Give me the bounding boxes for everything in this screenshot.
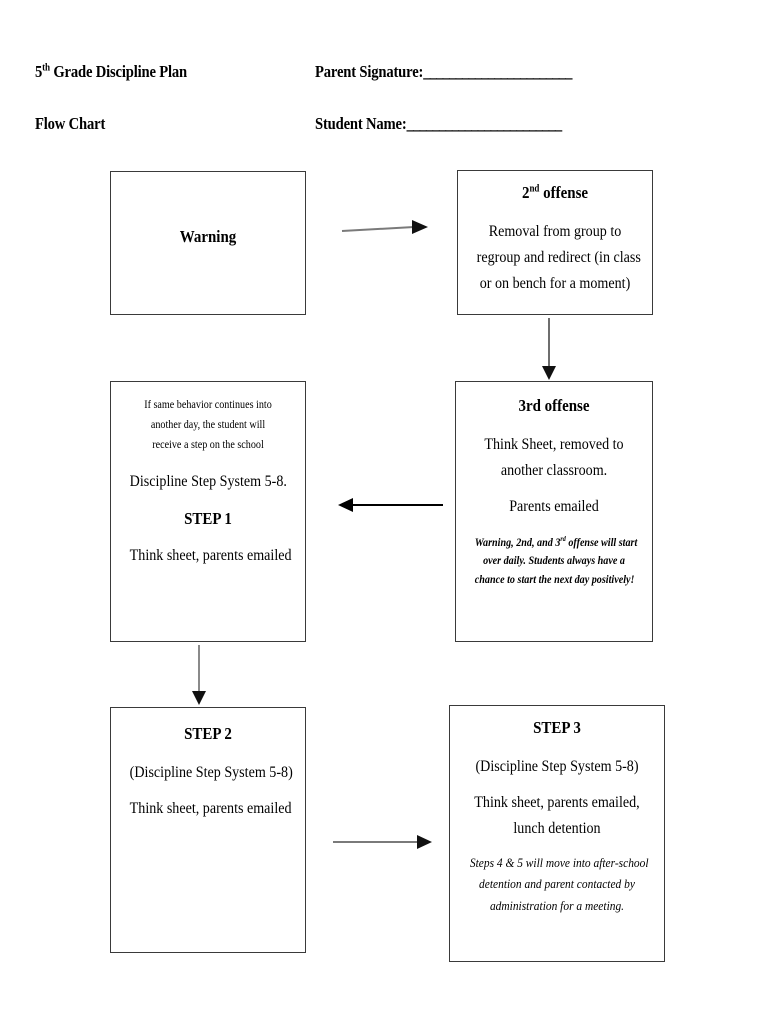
third-offense-note-line-1: Warning, 2nd, and 3rd offense will start	[474, 535, 638, 549]
student-name-field[interactable]: Student Name:________________________	[315, 114, 563, 134]
arrow-step-2-to-step-3	[333, 835, 432, 849]
flowchart-box-step-3: STEP 3 (Discipline Step System 5-8) Thin…	[449, 705, 665, 962]
spacer	[119, 455, 297, 469]
third-offense-body-line-2: another classroom.	[500, 461, 608, 479]
step3-note-line-1: Steps 4 & 5 will move into after-school	[469, 854, 649, 870]
spacer	[458, 780, 656, 790]
step2-action-line: Think sheet, parents emailed	[129, 799, 292, 817]
student-name-line: ________________________	[406, 114, 563, 133]
step1-intro-line-2: another day, the student will	[150, 418, 266, 431]
flowchart-box-second-offense: 2nd offense Removal from group to regrou…	[457, 170, 653, 315]
box-content: If same behavior continues into another …	[111, 382, 305, 569]
step3-note-line-2: detention and parent contacted by	[479, 876, 635, 892]
flowchart-box-third-offense: 3rd offense Think Sheet, removed to anot…	[455, 381, 653, 642]
box-content: Warning	[111, 172, 305, 247]
flowchart-box-step-2: STEP 2 (Discipline Step System 5-8) Thin…	[110, 707, 306, 953]
spacer	[464, 520, 644, 534]
second-offense-body-line-2: regroup and redirect (in class	[476, 248, 641, 266]
second-offense-body-line-3: or on bench for a moment)	[479, 274, 631, 292]
spacer	[119, 786, 297, 796]
step2-system-line: (Discipline Step System 5-8)	[129, 764, 293, 781]
step1-intro-line-1: If same behavior continues into	[144, 399, 272, 411]
box-content: 3rd offense Think Sheet, removed to anot…	[456, 382, 652, 590]
step1-label: STEP 1	[184, 509, 232, 529]
step3-action-line-1: Think sheet, parents emailed,	[474, 793, 640, 811]
flowchart-box-step-1: If same behavior continues into another …	[110, 381, 306, 642]
step3-action-line-2: lunch detention	[513, 819, 601, 837]
parent-signature-field[interactable]: Parent Signature:_______________________	[315, 62, 572, 82]
step1-action-line: Think sheet, parents emailed	[129, 547, 292, 565]
arrow-third-offense-to-step-1	[338, 498, 443, 512]
student-name-label: Student Name:	[315, 114, 407, 133]
spacer	[119, 495, 297, 509]
box-content: 2nd offense Removal from group to regrou…	[458, 171, 652, 297]
box-content: STEP 3 (Discipline Step System 5-8) Thin…	[450, 706, 664, 916]
arrow-second-offense-to-third-offense	[542, 318, 556, 380]
second-offense-ordinal: nd	[529, 183, 540, 195]
step3-note-line-3: administration for a meeting.	[489, 897, 625, 913]
third-offense-note-ordinal: rd	[560, 535, 566, 543]
parent-signature-label: Parent Signature:	[315, 62, 424, 81]
third-offense-body-line-1: Think Sheet, removed to	[484, 436, 624, 453]
arrow-step-1-to-step-2	[192, 645, 206, 705]
parent-signature-line: _______________________	[423, 62, 572, 81]
page-title: 5th Grade Discipline Plan	[35, 62, 188, 81]
step2-label: STEP 2	[184, 724, 232, 743]
arrow-warning-to-second-offense	[341, 220, 428, 234]
step3-system-line: (Discipline Step System 5-8)	[475, 758, 639, 775]
second-offense-body-line-1: Removal from group to	[488, 223, 622, 240]
third-offense-note-line-3: chance to start the next day positively!	[474, 573, 635, 586]
step1-intro-line-3: receive a step on the school	[152, 438, 264, 451]
spacer	[464, 484, 644, 494]
third-offense-heading: 3rd offense	[518, 396, 590, 415]
third-offense-note-line-2: over daily. Students always have a	[483, 555, 625, 568]
second-offense-heading: 2nd offense	[521, 183, 589, 202]
flowchart-box-warning: Warning	[110, 171, 306, 315]
step3-label: STEP 3	[533, 718, 581, 737]
third-offense-body-line-3: Parents emailed	[509, 497, 599, 515]
spacer	[458, 842, 656, 852]
warning-heading: Warning	[179, 227, 237, 246]
page-subtitle: Flow Chart	[35, 114, 106, 133]
box-content: STEP 2 (Discipline Step System 5-8) Thin…	[111, 708, 305, 822]
title-ordinal-suffix: th	[42, 62, 50, 74]
spacer	[119, 529, 297, 543]
step1-system-line: Discipline Step System 5-8.	[129, 473, 287, 491]
